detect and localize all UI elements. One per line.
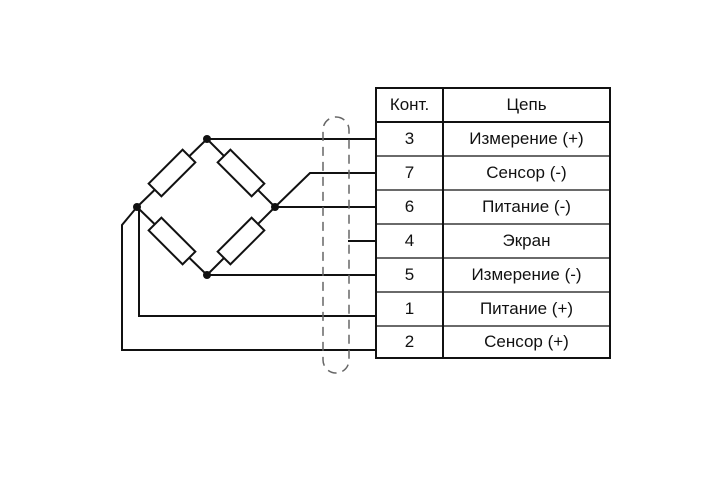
circuit-name: Сенсор (-) — [486, 163, 567, 182]
pin-number: 4 — [404, 231, 415, 250]
wires — [121, 138, 376, 351]
circuit-name: Измерение (-) — [471, 265, 582, 284]
circuit-name: Питание (-) — [482, 197, 571, 216]
resistor — [147, 216, 197, 266]
circuit-name: Измерение (+) — [469, 129, 584, 148]
pin-number: 5 — [404, 265, 415, 284]
resistor — [147, 148, 197, 198]
resistor — [216, 216, 266, 266]
pin-number: 3 — [404, 129, 415, 148]
pin-number: 6 — [404, 197, 415, 216]
pin-number: 2 — [404, 332, 415, 351]
pinout-table-grid — [375, 87, 611, 359]
pin-number: 1 — [404, 299, 415, 318]
cable-shield — [322, 116, 350, 374]
resistor — [216, 148, 266, 198]
header-pin: Конт. — [389, 95, 430, 114]
circuit-name: Питание (+) — [479, 299, 574, 318]
circuit-name: Сенсор (+) — [484, 332, 569, 351]
pin-number: 7 — [404, 163, 415, 182]
resistor-bridge — [133, 135, 279, 279]
circuit-name: Экран — [502, 231, 551, 250]
header-circuit: Цепь — [506, 95, 547, 114]
